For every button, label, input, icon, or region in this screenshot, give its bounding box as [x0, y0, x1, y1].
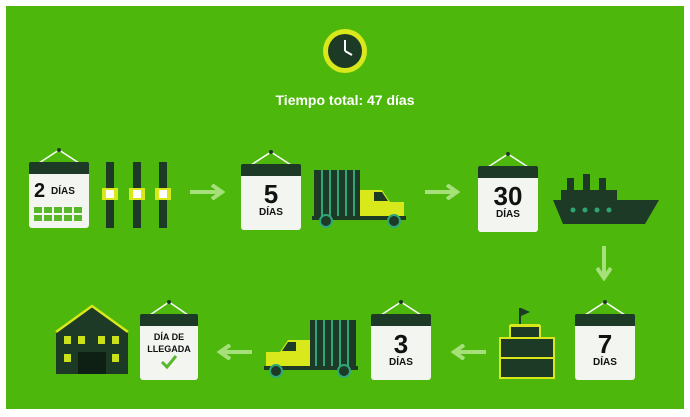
arrow-left-icon: [216, 344, 252, 360]
days-number: 2: [34, 180, 46, 202]
days-number: 5: [263, 179, 279, 209]
arrow-down-icon: [596, 246, 612, 282]
hanger-icon: [38, 148, 80, 164]
days-unit: DÍAS: [51, 186, 75, 197]
port-icon: [499, 308, 555, 379]
days-number: 30: [493, 181, 523, 211]
arrow-right-icon: [425, 184, 461, 200]
arrival-line-1: DÍA DE: [153, 332, 185, 342]
arrival-line-2: LLEGADA: [147, 344, 191, 354]
truck-icon: [264, 320, 358, 378]
arrow-right-icon: [190, 184, 226, 200]
calendar-arrival: DÍA DE LLEGADA: [140, 300, 198, 380]
hanger-icon: [380, 300, 422, 316]
truck-icon: [312, 170, 406, 228]
hanger-icon: [487, 152, 529, 168]
checkmark-icon: [160, 355, 178, 370]
days-unit: DÍAS: [593, 357, 617, 368]
hanger-icon: [250, 150, 292, 166]
days-unit: DÍAS: [496, 209, 520, 220]
ship-icon: [553, 174, 659, 224]
hanger-icon: [584, 300, 626, 316]
clock-icon: [323, 29, 367, 73]
days-number: 3: [393, 329, 409, 359]
days-number: 7: [597, 329, 613, 359]
wristwatch-icon: [102, 162, 171, 228]
hanger-icon: [149, 300, 189, 316]
calendar-grid-icon: [34, 207, 82, 221]
calendar-step-1: 2 DÍAS: [29, 148, 89, 228]
arrow-left-icon: [450, 344, 486, 360]
days-unit: DÍAS: [259, 207, 283, 218]
days-unit: DÍAS: [389, 357, 413, 368]
house-icon: [55, 304, 129, 374]
total-time-label: Tiempo total: 47 días: [275, 92, 415, 108]
